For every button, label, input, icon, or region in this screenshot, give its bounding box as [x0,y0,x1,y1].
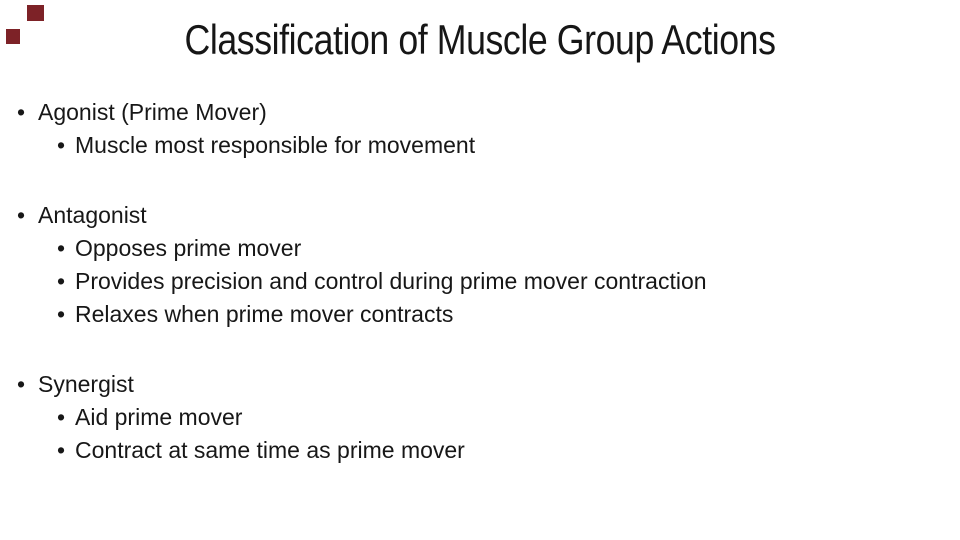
sub-bullet-text: Aid prime mover [75,404,243,430]
sub-bullet-item: • Aid prime mover [0,401,960,434]
sub-bullet-text: Relaxes when prime mover contracts [75,301,454,327]
bullet-icon: • [57,132,66,158]
bullet-text: Synergist [38,371,134,397]
sub-bullet-item: • Relaxes when prime mover contracts [0,298,960,331]
bullet-group-antagonist: • Antagonist • Opposes prime mover • Pro… [0,199,960,331]
sub-bullet-item: • Contract at same time as prime mover [0,434,960,467]
sub-bullet-item: • Opposes prime mover [0,232,960,265]
bullet-icon: • [57,268,66,294]
bullet-item: • Synergist [0,368,960,401]
bullet-text: Antagonist [38,202,147,228]
bullet-icon: • [57,404,66,430]
bullet-item: • Agonist (Prime Mover) [0,96,960,129]
sub-bullet-text: Muscle most responsible for movement [75,132,476,158]
sub-bullet-text: Contract at same time as prime mover [75,437,465,463]
sub-bullet-item: • Muscle most responsible for movement [0,129,960,162]
decor-square-left [6,29,20,44]
sub-bullet-text: Opposes prime mover [75,235,302,261]
bullet-icon: • [57,437,66,463]
bullet-icon: • [57,235,66,261]
slide-title: Classification of Muscle Group Actions [184,16,776,63]
bullet-icon: • [17,99,26,125]
bullet-icon: • [17,371,26,397]
bullet-item: • Antagonist [0,199,960,232]
sub-bullet-text: Provides precision and control during pr… [75,268,707,294]
sub-bullet-item: • Provides precision and control during … [0,265,960,298]
bullet-text: Agonist (Prime Mover) [38,99,267,125]
decor-square-top [27,5,44,21]
bullet-icon: • [57,301,66,327]
bullet-group-agonist: • Agonist (Prime Mover) • Muscle most re… [0,96,960,162]
bullet-icon: • [17,202,26,228]
slide-body: • Agonist (Prime Mover) • Muscle most re… [0,96,960,504]
bullet-group-synergist: • Synergist • Aid prime mover • Contract… [0,368,960,467]
